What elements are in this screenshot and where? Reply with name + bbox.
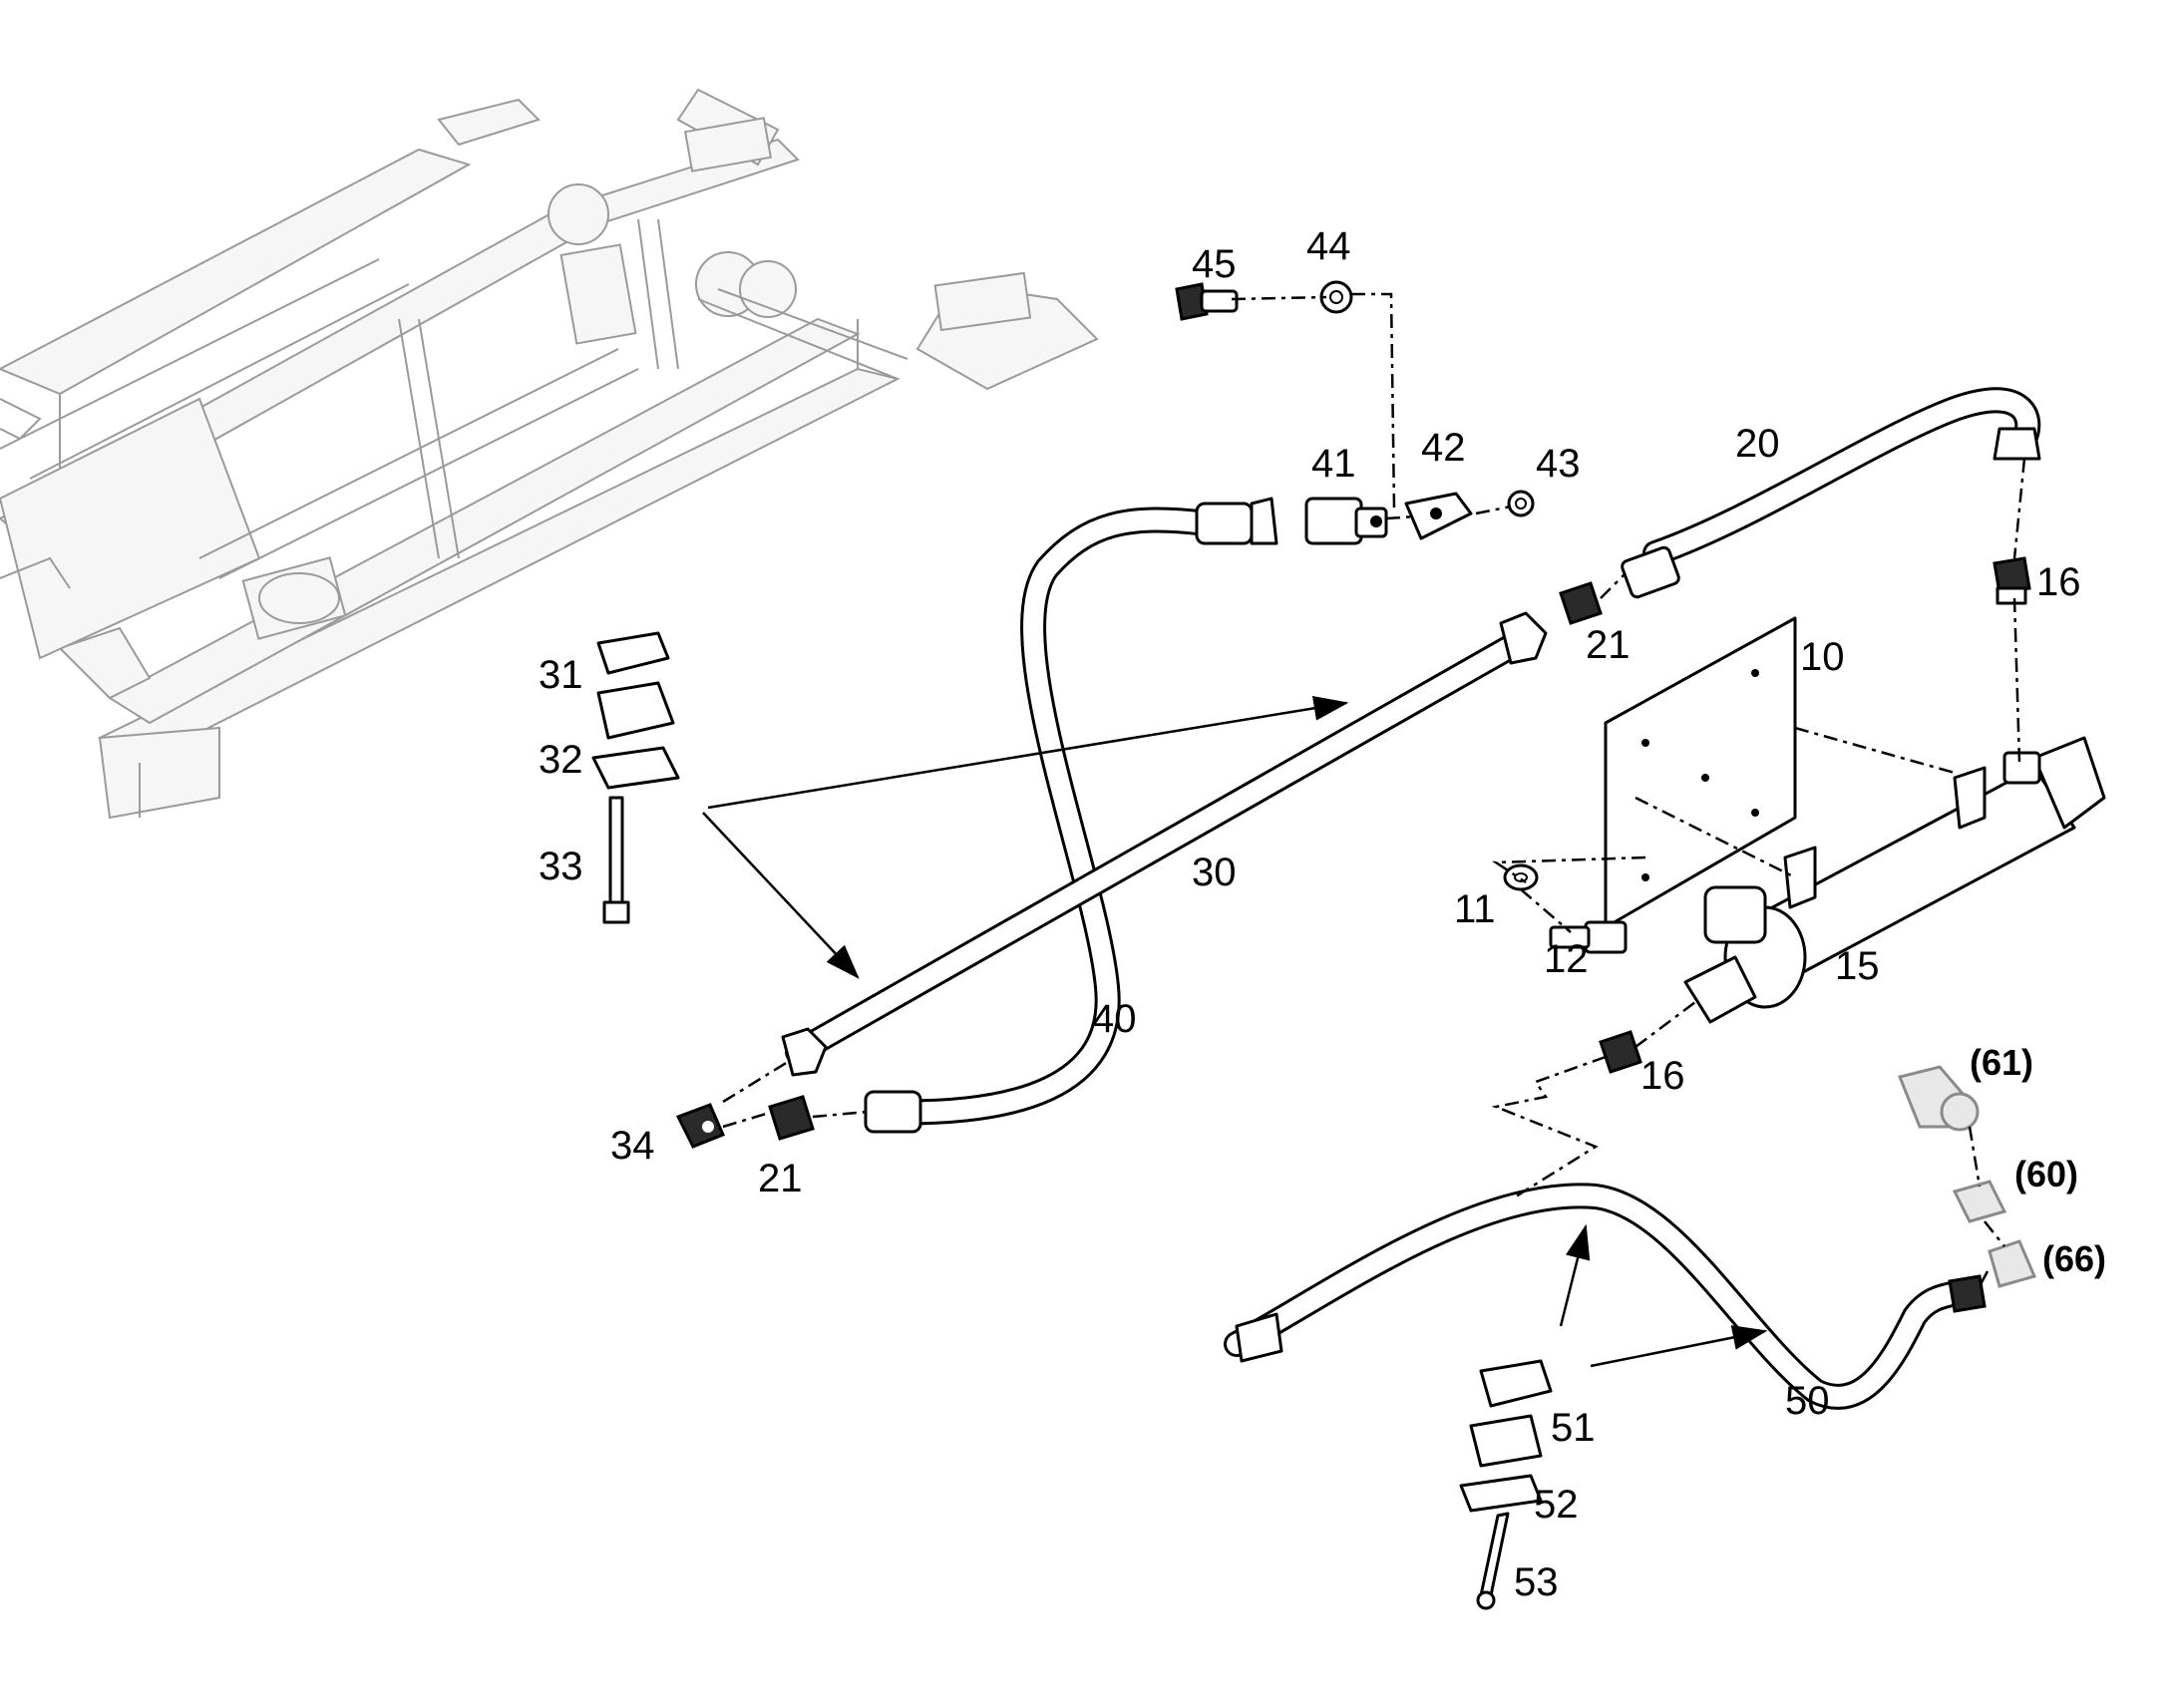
fitting-40-top — [1195, 497, 1278, 545]
hose-20 — [1642, 387, 2041, 566]
label-31: 31 — [539, 653, 583, 697]
label-32: 32 — [539, 738, 583, 782]
label-51: 51 — [1551, 1406, 1596, 1450]
part-21-fitting-top — [1559, 581, 1603, 625]
label-30: 30 — [1192, 851, 1237, 894]
part-16-fitting-bottom — [1599, 1030, 1642, 1074]
pointer-arrows — [702, 695, 1768, 1368]
part-12-bolt — [1549, 920, 1628, 954]
part-42-bracket — [1404, 492, 1473, 540]
part-45-bolt — [1175, 282, 1239, 321]
label-44: 44 — [1306, 224, 1351, 268]
label-50: 50 — [1785, 1379, 1830, 1423]
part-31-clamp — [596, 631, 675, 740]
part-44-washer — [1319, 280, 1353, 314]
part-60-fitting — [1952, 1180, 2007, 1223]
part-34-nut — [675, 1103, 725, 1149]
part-labels: 10 11 12 15 16 16 20 21 21 30 31 32 33 3… — [539, 224, 2106, 1604]
part-21-fitting-bottom — [768, 1095, 815, 1141]
part-11-washer — [1503, 863, 1539, 891]
label-40: 40 — [1092, 997, 1137, 1041]
assembly-lines — [722, 292, 2026, 1287]
part-32-plate — [591, 746, 680, 790]
label-16-top: 16 — [2036, 560, 2081, 604]
fitting-20-hex — [1621, 545, 1680, 599]
fitting-50-left — [1235, 1312, 1283, 1363]
part-66-fitting — [1988, 1239, 2037, 1288]
part-15-heater — [1683, 736, 2106, 1024]
fitting-40-bottom — [864, 1090, 922, 1134]
label-20: 20 — [1735, 422, 1780, 466]
part-53-bolt — [1476, 1512, 1510, 1610]
label-60: (60) — [2014, 1154, 2078, 1195]
part-43-washer — [1507, 490, 1535, 517]
label-15: 15 — [1835, 944, 1880, 988]
label-16-bottom: 16 — [1640, 1054, 1685, 1098]
nut-30-top — [1499, 611, 1548, 665]
label-52: 52 — [1534, 1483, 1579, 1527]
tube-30 — [785, 625, 1539, 1065]
fitting-20-elbow — [1993, 427, 2041, 461]
fitting-50-right — [1948, 1274, 1987, 1313]
label-34: 34 — [610, 1124, 655, 1168]
label-61: (61) — [1970, 1042, 2033, 1083]
vehicle-frame — [0, 88, 1099, 820]
label-12: 12 — [1544, 937, 1589, 981]
label-53: 53 — [1514, 1560, 1559, 1604]
label-41: 41 — [1311, 442, 1356, 486]
label-42: 42 — [1421, 426, 1466, 470]
hose-40 — [865, 507, 1220, 1126]
nut-30-bottom — [781, 1027, 828, 1077]
label-33: 33 — [539, 845, 583, 888]
label-43: 43 — [1536, 442, 1581, 486]
label-21-bottom: 21 — [758, 1157, 803, 1200]
part-10-plate — [1604, 616, 1797, 929]
part-16-fitting-top — [1993, 556, 2031, 605]
tube-50 — [1224, 1183, 1978, 1410]
part-61-fitting — [1897, 1065, 1980, 1132]
part-51-clamp — [1469, 1359, 1553, 1468]
part-52-plate — [1459, 1474, 1543, 1513]
part-41-union — [1304, 497, 1388, 545]
label-10: 10 — [1800, 635, 1845, 679]
part-33-bolt — [602, 796, 630, 924]
label-45: 45 — [1192, 242, 1237, 286]
label-66: (66) — [2042, 1238, 2106, 1279]
label-21-top: 21 — [1586, 623, 1631, 667]
label-11: 11 — [1454, 887, 1496, 931]
